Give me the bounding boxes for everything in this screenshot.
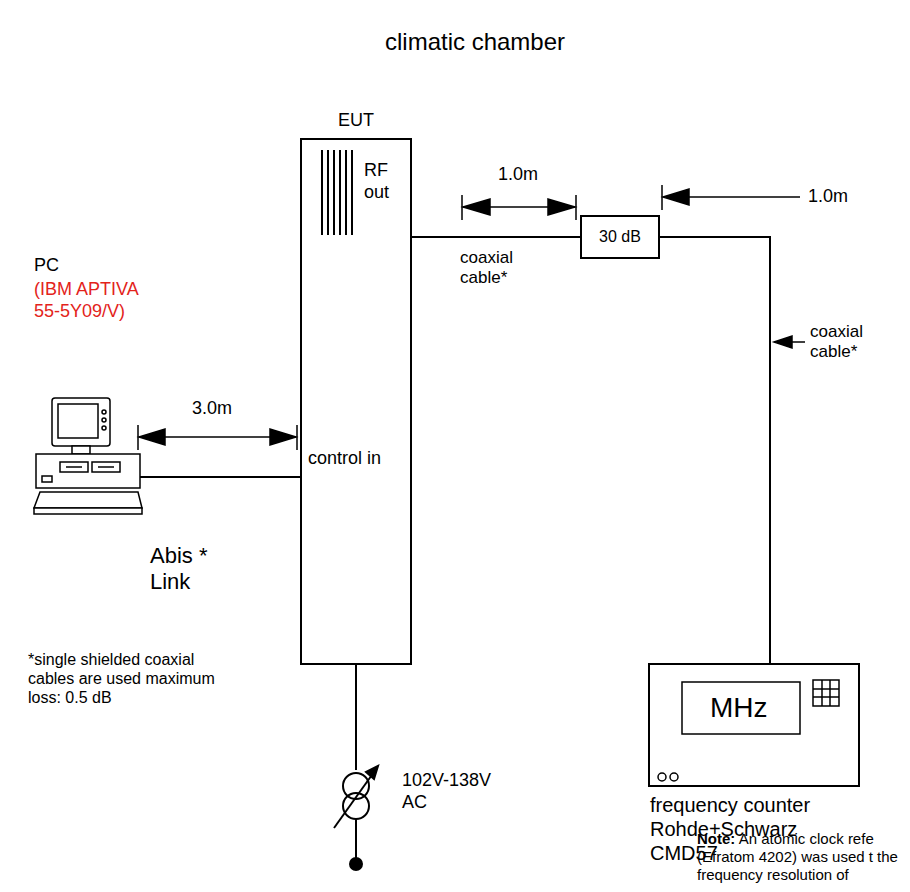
drive-slot <box>92 462 120 472</box>
coaxial-connector <box>140 476 300 478</box>
monitor-stand <box>72 446 90 454</box>
counter-knob <box>658 773 666 781</box>
link-label: Abis * Link <box>150 543 230 596</box>
keypad-line <box>813 696 839 698</box>
device-model: (IBM APTIVA 55-5Y09/V) <box>34 279 156 322</box>
coaxial-connector <box>355 665 357 770</box>
grill-line <box>321 150 323 235</box>
dimension-label: 3.0m <box>192 398 232 420</box>
dimension-arrowhead <box>270 429 296 445</box>
cable-label: coaxial cable* <box>810 322 890 363</box>
keyboard <box>34 492 142 508</box>
monitor-screen <box>58 404 98 438</box>
keypad-line <box>813 688 839 690</box>
frequency-counter: MHz frequency counter Rohde+Schwarz CMD57 <box>648 663 860 873</box>
dimension-3m <box>138 425 297 450</box>
footnote: *single shielded coaxial cables are used… <box>28 650 228 708</box>
dimension-arrowhead <box>139 429 165 445</box>
keypad-icon <box>813 680 839 706</box>
equipment-under-test-outline: RF out control in <box>300 138 412 665</box>
cable-label: coaxial cable* <box>460 248 535 289</box>
drive-slot <box>60 462 88 472</box>
display-unit: MHz <box>710 691 800 725</box>
grill-line <box>345 150 347 235</box>
adjust-arrowhead <box>366 766 378 779</box>
voltage-range: 102V-138V AC <box>402 770 507 813</box>
diagram-title: climatic chamber <box>385 28 565 57</box>
drive-slit <box>66 466 82 468</box>
pc-icon <box>34 398 142 514</box>
dimension-1m-right <box>662 185 800 210</box>
dimension-label: 1.0m <box>498 164 538 186</box>
system-unit <box>36 454 140 488</box>
dimension-arrowhead <box>548 199 575 215</box>
coaxial-connector <box>412 236 580 238</box>
drive-slit <box>98 466 114 468</box>
monitor-button <box>102 410 106 414</box>
grill-line <box>351 150 353 235</box>
leader-arrowhead <box>774 336 792 348</box>
monitor-button <box>102 418 106 422</box>
power-button <box>42 476 52 482</box>
power-supply: 102V-138V AC <box>330 770 510 870</box>
grill-line <box>327 150 329 235</box>
keypad-line <box>829 680 831 706</box>
monitor-button <box>102 426 106 430</box>
keypad-line <box>821 680 823 706</box>
equipment-under-test: RF out control in EUT <box>300 108 412 668</box>
port-label: control in <box>308 448 388 470</box>
dimension-label: 1.0m <box>808 186 848 208</box>
supply-wire <box>355 819 357 858</box>
pc-node: PC(IBM APTIVA 55-5Y09/V) <box>30 255 170 535</box>
dimension-line <box>688 196 800 198</box>
dimension-arrowhead <box>663 189 689 205</box>
variable-transformer <box>334 766 378 870</box>
eut-grill <box>322 150 352 235</box>
box-heading: EUT <box>300 110 412 132</box>
attenuation-value: 30 dB <box>582 217 658 257</box>
coaxial-connector <box>660 237 770 663</box>
grill-line <box>333 150 335 235</box>
port-label: RF out <box>364 160 408 203</box>
monitor <box>52 398 110 446</box>
frequency-counter-outline: MHz <box>648 663 860 787</box>
grill-line <box>339 150 341 235</box>
device-name: PC <box>34 255 164 277</box>
supply-terminal <box>350 858 362 870</box>
device-name: frequency counter Rohde+Schwarz CMD57 <box>650 793 830 865</box>
keyboard-front <box>34 508 142 514</box>
attenuator-box: 30 dB <box>580 215 660 259</box>
counter-details <box>658 680 839 781</box>
counter-display <box>682 682 800 734</box>
counter-knob <box>670 773 678 781</box>
dimension-1m-left <box>462 195 576 220</box>
cable-pointer <box>774 336 805 348</box>
dimension-arrowhead <box>463 199 490 215</box>
adjust-arrow <box>334 772 374 828</box>
attenuator-box-outline: 30 dB <box>580 215 660 259</box>
